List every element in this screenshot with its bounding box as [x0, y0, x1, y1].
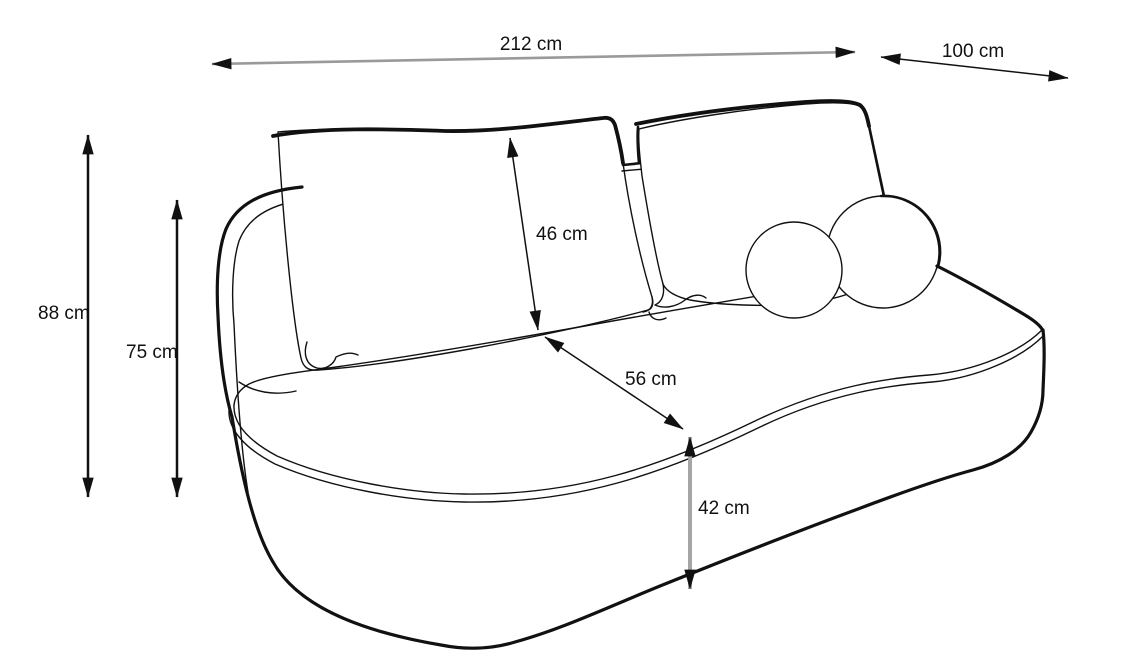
dimension-seat-depth-arrow — [544, 336, 684, 430]
back-cushion-left-top-edge — [271, 115, 625, 165]
ball-pillow-small — [745, 221, 843, 319]
dimension-seat-height-label: 42 cm — [698, 498, 750, 519]
backrest-frame-bar-lower — [621, 168, 645, 172]
dimension-total-height-label: 88 cm — [38, 303, 90, 324]
dimension-seat-depth: 56 cm — [544, 336, 684, 430]
dimension-total-width-label: 212 cm — [500, 34, 562, 55]
fold-left-cushion — [304, 341, 359, 370]
dimension-total-width: 212 cm — [211, 34, 856, 70]
dimension-depth-label: 100 cm — [942, 41, 1004, 62]
dimension-backrest-height-label: 75 cm — [126, 342, 178, 363]
dimension-backrest-height: 75 cm — [126, 199, 183, 498]
dimension-back-cushion-height-arrow — [507, 137, 541, 331]
back-cushion-right-left-edge — [636, 125, 641, 165]
ball-pillow-large-bold-arc — [879, 194, 942, 269]
dimension-depth-arrow — [880, 53, 1069, 82]
fold-gap-2 — [654, 283, 707, 308]
fold-gap-3 — [648, 311, 667, 321]
armrest-crease — [238, 381, 297, 394]
ball-pillow-large — [826, 195, 940, 309]
seat-front-edge — [233, 329, 1043, 495]
dimension-total-width-arrow — [211, 46, 856, 70]
back-cushion-left — [277, 117, 654, 371]
dimension-total-height: 88 cm — [38, 134, 94, 498]
back-cushion-right-right-edge — [867, 124, 886, 198]
dimension-back-cushion-height: 46 cm — [507, 137, 588, 331]
armrest-inner-line — [231, 199, 301, 493]
dimension-back-cushion-height-label: 46 cm — [536, 224, 588, 245]
dimension-depth: 100 cm — [880, 41, 1069, 82]
dimension-seat-height: 42 cm — [684, 436, 750, 590]
dimension-seat-depth-label: 56 cm — [625, 369, 677, 390]
back-cushion-right-top-edge — [634, 99, 871, 128]
sofa-drawing — [215, 99, 1046, 650]
seat-right-edge — [935, 264, 1045, 333]
sofa-body-outline — [215, 185, 1046, 650]
seat-front-edge-piping — [228, 336, 1043, 503]
fold-gap-1 — [642, 296, 654, 313]
